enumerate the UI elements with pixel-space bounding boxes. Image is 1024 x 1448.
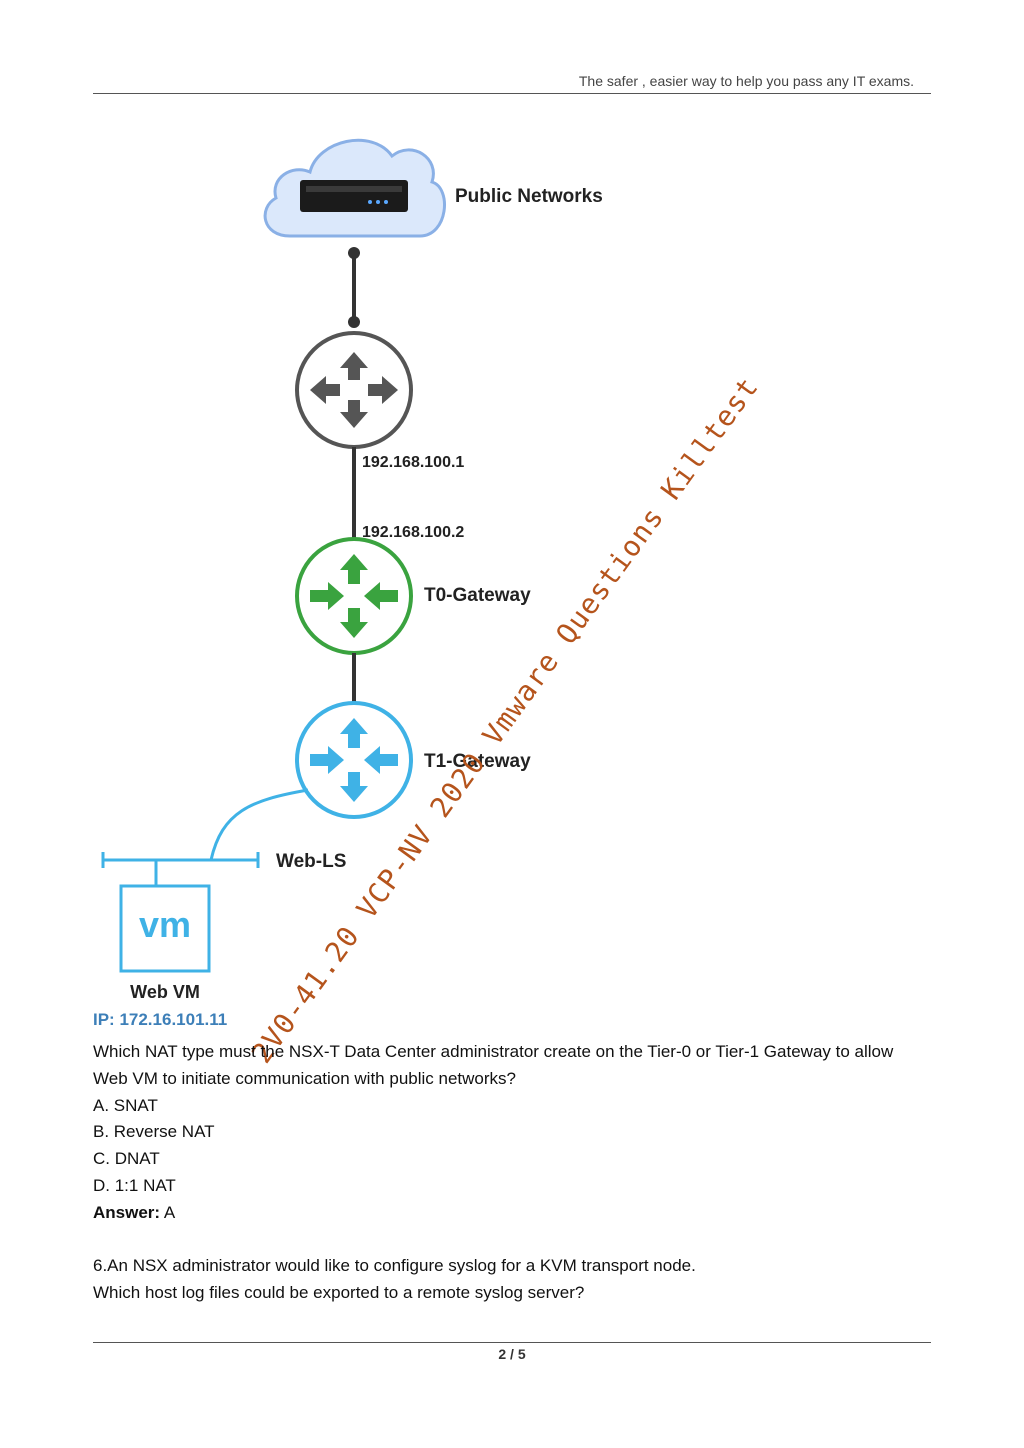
- t1-gateway-icon: [295, 701, 413, 819]
- vm-icon: vm: [119, 884, 211, 973]
- web-vm-ip: IP: 172.16.101.11: [93, 1010, 228, 1029]
- option-c: C. DNAT: [93, 1149, 160, 1169]
- header-divider: [93, 93, 931, 94]
- link-endpoint-top: [348, 247, 360, 259]
- page-header-tagline: The safer , easier way to help you pass …: [578, 73, 914, 89]
- t0-gateway-label: T0-Gateway: [424, 585, 531, 606]
- link-t1-segment: [209, 788, 309, 861]
- public-networks-label: Public Networks: [455, 186, 603, 207]
- answer-value: A: [163, 1202, 176, 1222]
- question-text: Which NAT type must the NSX-T Data Cente…: [93, 1042, 894, 1088]
- web-vm-label: Web VM: [130, 982, 200, 1002]
- web-ls-segment: [101, 852, 260, 886]
- t0-gateway-icon: [295, 537, 413, 655]
- t1-gateway-label: T1-Gateway: [424, 751, 531, 772]
- cloud-icon: [263, 138, 446, 238]
- answer-line: Answer: A: [93, 1200, 931, 1227]
- next-question-line-2: Which host log files could be exported t…: [93, 1282, 585, 1302]
- page-number: 2 / 5: [498, 1346, 526, 1362]
- next-question-block: 6.An NSX administrator would like to con…: [93, 1253, 931, 1307]
- option-d: D. 1:1 NAT: [93, 1175, 176, 1195]
- option-b: B. Reverse NAT: [93, 1122, 215, 1142]
- link-endpoint-bottom: [348, 316, 360, 328]
- uplink-ip-bottom: 192.168.100.2: [362, 524, 464, 541]
- uplink-ip-top: 192.168.100.1: [362, 454, 464, 471]
- answer-label: Answer:: [93, 1202, 161, 1222]
- footer-divider: [93, 1342, 931, 1343]
- next-question-line-1: 6.An NSX administrator would like to con…: [93, 1256, 696, 1275]
- vm-glyph: vm: [139, 904, 191, 945]
- option-a: A. SNAT: [93, 1095, 158, 1115]
- physical-router-icon: [295, 331, 413, 449]
- network-topology-diagram: Public Networks 192.168.100.1 192.168.10…: [101, 138, 603, 1002]
- segment-label: Web-LS: [276, 851, 346, 872]
- question-block: Which NAT type must the NSX-T Data Cente…: [93, 1039, 931, 1227]
